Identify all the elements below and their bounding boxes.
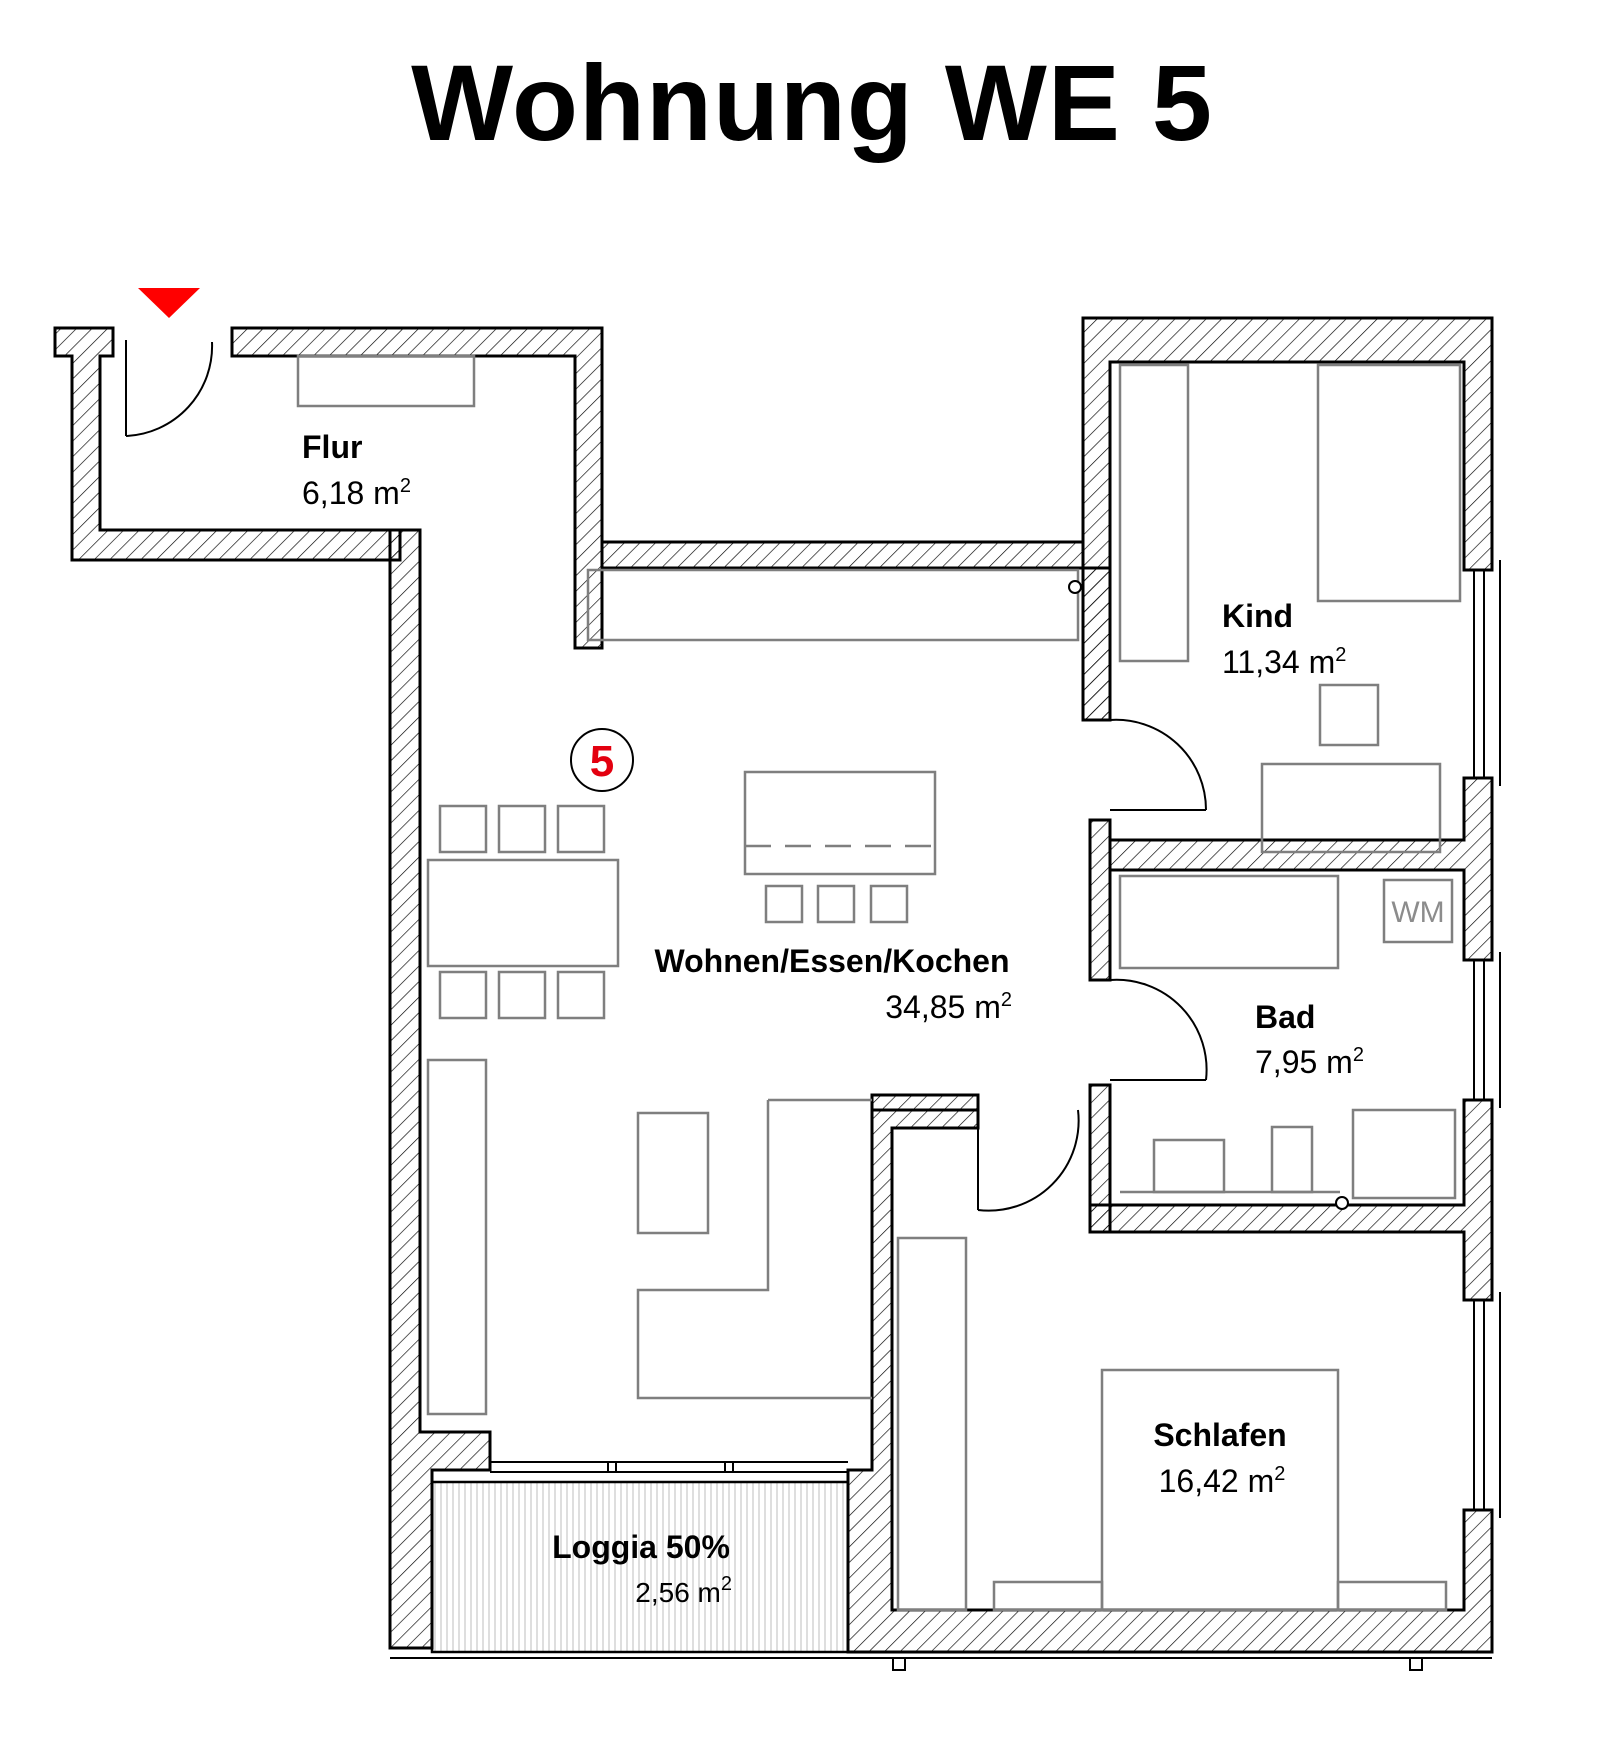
schlafen-door-arc bbox=[977, 1109, 1080, 1212]
kitchen-island bbox=[743, 770, 937, 876]
wall-corridor-top bbox=[600, 540, 1112, 722]
room-area-kind: 11,34 m2 bbox=[1222, 644, 1346, 680]
wall-kind-outer bbox=[1081, 316, 1494, 722]
room-area-flur: 6,18 m2 bbox=[302, 475, 411, 511]
schlafen-wardrobe bbox=[896, 1236, 968, 1612]
kind-bed bbox=[1316, 363, 1462, 603]
room-area-schlafen: 16,42 m2 bbox=[1159, 1463, 1286, 1499]
bathtub bbox=[1118, 874, 1340, 970]
room-name-flur: Flur bbox=[302, 429, 362, 465]
room-name-kind: Kind bbox=[1222, 598, 1293, 634]
walls bbox=[53, 316, 1494, 1654]
nightstand-right bbox=[1336, 1580, 1448, 1612]
room-name-bad: Bad bbox=[1255, 999, 1315, 1035]
wm-label: WM bbox=[1391, 896, 1444, 929]
wall-right-1 bbox=[1108, 776, 1494, 962]
entrance-arrow-icon bbox=[138, 288, 200, 318]
room-name-wohnen: Wohnen/Essen/Kochen bbox=[654, 943, 1009, 979]
doors bbox=[125, 340, 1208, 1212]
kind-chair bbox=[1318, 683, 1380, 747]
wall-living-left bbox=[388, 528, 492, 1650]
double-bed bbox=[1100, 1368, 1340, 1612]
toilet bbox=[1152, 1138, 1226, 1194]
washing-machine bbox=[1382, 878, 1454, 944]
bad-door-arc bbox=[1109, 978, 1208, 1081]
room-area-bad: 7,95 m2 bbox=[1255, 1044, 1364, 1080]
entrance-door-arc bbox=[125, 341, 214, 437]
wall-flur-top bbox=[230, 326, 604, 650]
room-name-schlafen: Schlafen bbox=[1153, 1417, 1286, 1453]
dining-table bbox=[426, 858, 620, 968]
shower bbox=[1351, 1108, 1457, 1200]
sink bbox=[1270, 1125, 1314, 1194]
loggia-floor bbox=[430, 1480, 850, 1654]
wall-bad-left-lower bbox=[1088, 1083, 1112, 1234]
riser-1 bbox=[1068, 580, 1082, 594]
loggia-railing bbox=[390, 1461, 1492, 1671]
wall-schlafen-left bbox=[870, 1093, 980, 1112]
riser-2 bbox=[1335, 1196, 1349, 1210]
room-area-wohnen: 34,85 m2 bbox=[885, 989, 1012, 1025]
kind-wardrobe bbox=[1118, 363, 1190, 663]
unit-badge-number: 5 bbox=[590, 737, 614, 786]
kind-desk bbox=[1260, 762, 1442, 854]
sofa-long bbox=[426, 1058, 488, 1416]
wall-bad-left bbox=[1088, 818, 1112, 982]
unit-badge bbox=[570, 728, 634, 792]
wall-right-2 bbox=[1088, 1098, 1494, 1302]
kind-door-arc bbox=[1109, 718, 1208, 811]
living-sideboard bbox=[586, 568, 1080, 642]
furniture bbox=[296, 354, 1462, 1612]
windows bbox=[1473, 560, 1501, 1518]
flur-wardrobe bbox=[296, 354, 476, 408]
room-name-loggia: Loggia 50% bbox=[552, 1529, 730, 1565]
corner-sofa bbox=[636, 1098, 872, 1400]
coffee-table bbox=[636, 1111, 710, 1235]
room-area-loggia: 2,56 m2 bbox=[635, 1573, 732, 1608]
plan-title: Wohnung WE 5 bbox=[411, 42, 1213, 163]
nightstand-left bbox=[992, 1580, 1104, 1612]
